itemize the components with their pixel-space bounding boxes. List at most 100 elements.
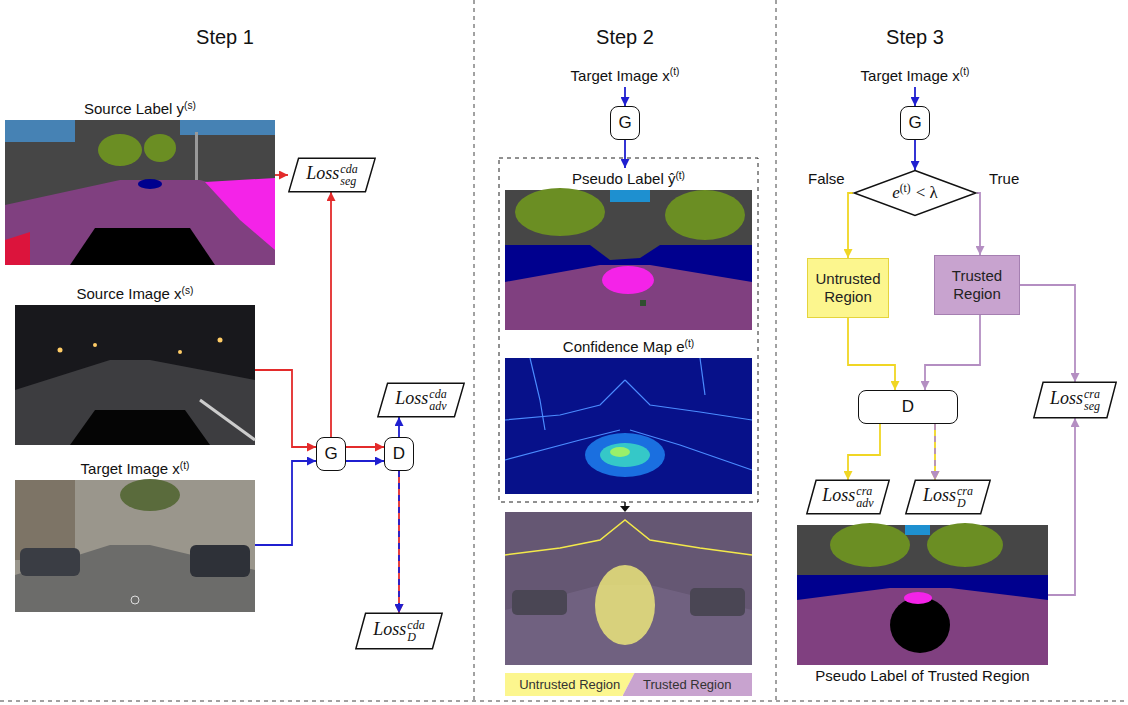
loss-box: LosscdaD [355, 613, 443, 649]
connector [399, 471, 400, 613]
image-heading: Pseudo Label ŷ(t) [505, 168, 752, 190]
image-heading: Pseudo Label of Trusted Region [797, 665, 1048, 687]
step-heading: Step 2 [596, 26, 654, 49]
node-text: (t) [180, 460, 190, 471]
connector [399, 417, 400, 437]
node-text: D [393, 444, 405, 463]
connector [255, 370, 316, 447]
network-box: D [858, 390, 958, 424]
network-box: D [384, 437, 414, 471]
connector [848, 424, 880, 480]
diamond-outline [853, 170, 977, 216]
index-stack: cdaadv [429, 388, 446, 412]
text-block: G [908, 113, 921, 133]
text-block: Trusted Region [941, 267, 1013, 303]
text-block: LosscraD [923, 485, 973, 509]
node-text: Source Label y [84, 100, 184, 117]
step-heading: Step 1 [196, 26, 254, 49]
text-block: Target Image x(t) [571, 67, 680, 84]
confidence-map-image [505, 358, 752, 494]
connector [331, 192, 332, 437]
connector-line [398, 417, 400, 437]
connector [625, 140, 626, 168]
network-box: G [316, 437, 346, 471]
connector-line [914, 87, 916, 106]
connector [255, 461, 316, 545]
node-text: G [618, 113, 631, 132]
node-text: Loss [1050, 388, 1083, 408]
connector-line [275, 174, 288, 176]
text-block: D [393, 444, 405, 464]
connector-line [255, 370, 316, 447]
text-block: Untrusted Region [814, 270, 882, 306]
connector [275, 175, 288, 176]
connector [1048, 418, 1075, 595]
connector-line [934, 424, 936, 480]
connector-line [255, 461, 316, 545]
loss-box: Losscraseg [1033, 382, 1117, 418]
connector-line [398, 471, 400, 613]
edge-label: True [987, 170, 1021, 187]
node-text: D [957, 497, 973, 509]
loss-box: Losscraadv [806, 480, 890, 514]
legend-text: Trusted Region [643, 677, 731, 692]
text-block: D [902, 397, 914, 417]
node-text: (s) [184, 100, 196, 111]
text-block: Losscdaadv [395, 388, 446, 412]
text-block: G [324, 444, 337, 464]
step-heading: Step 3 [886, 26, 944, 49]
legend-entry: Trusted Region [623, 673, 753, 696]
connector-line [1020, 285, 1075, 382]
connector-line [346, 460, 384, 462]
source-image [15, 305, 255, 445]
text-block: e(t)< λ [892, 183, 938, 203]
node-text: cda [429, 388, 446, 400]
image-heading: Target Image x(t) [15, 458, 255, 480]
node-text: (t) [675, 170, 685, 181]
connector [625, 87, 626, 106]
node-text: cda [407, 619, 424, 631]
loss-box: Losscdaseg [288, 158, 376, 192]
node-text: Target Image x [571, 67, 670, 84]
loss-box: LosscraD [905, 480, 991, 514]
edge-label: False [806, 170, 847, 187]
connector-line [934, 424, 936, 480]
connector [1020, 285, 1075, 382]
node-text: (t) [960, 66, 970, 77]
node-text: Target Image x [861, 67, 960, 84]
connector [346, 461, 384, 462]
node-text: cda [340, 163, 357, 175]
region-overlay-image [505, 512, 752, 665]
node-text: e [892, 183, 900, 202]
node-text: adv [429, 400, 446, 412]
legend-text: Untrusted Region [519, 677, 620, 692]
node-text: Loss [395, 388, 428, 408]
index-stack: cdaD [407, 619, 424, 643]
connector [848, 193, 853, 258]
connector-line [398, 471, 400, 613]
connector-line [624, 87, 626, 106]
image-panel: Pseudo Label ŷ(t) [505, 168, 752, 330]
connector [346, 447, 384, 448]
connector-line [977, 193, 980, 255]
node-text: (s) [182, 285, 194, 296]
node-text: Pseudo Label of Trusted Region [815, 667, 1029, 684]
connector [925, 315, 980, 390]
pseudo-label-image [505, 188, 752, 330]
region-box: Untrusted Region [807, 258, 889, 318]
text-block: Losscdaseg [306, 163, 357, 187]
image-heading: Confidence Map e(t) [505, 336, 752, 358]
node-text: Source Image x [77, 285, 182, 302]
node-text: Target Image x [81, 460, 180, 477]
connector-line [848, 193, 853, 258]
image-heading: Source Image x(s) [15, 283, 255, 305]
network-box: G [610, 106, 640, 140]
node-text: seg [1084, 400, 1100, 412]
image-panel: Confidence Map e(t) [505, 336, 752, 494]
node-text: cra [957, 485, 973, 497]
node-text: Loss [306, 163, 339, 183]
text-block: Losscraadv [822, 485, 873, 509]
node-text: Pseudo Label ŷ [572, 170, 675, 187]
connector-line [1048, 418, 1075, 595]
network-box: G [900, 106, 930, 140]
